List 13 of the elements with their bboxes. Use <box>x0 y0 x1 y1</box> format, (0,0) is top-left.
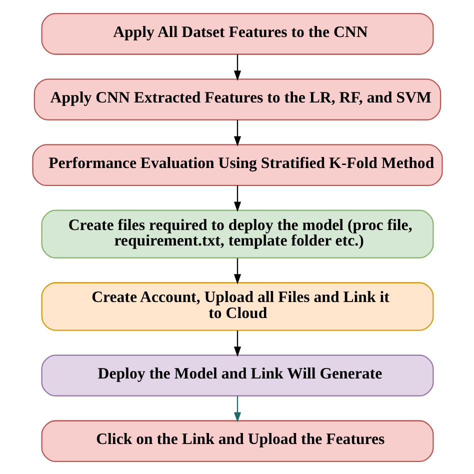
arrow <box>233 119 241 146</box>
node-box: Create Account, Upload all Files and Link it to Cloud <box>40 282 434 330</box>
arrow <box>233 54 241 80</box>
node-box: Apply CNN Extracted Features to the LR, RF, and SVM <box>33 78 441 120</box>
arrow <box>233 396 241 422</box>
arrow <box>233 185 241 212</box>
node-box: Deploy the Model and Link Will Generate <box>40 354 434 396</box>
arrow <box>233 330 241 356</box>
node-box: Create files required to deploy the model (proc file, requirement.txt, template folder etc.) <box>40 209 434 258</box>
arrow <box>233 258 241 284</box>
node-box: Apply All Datset Features to the CNN <box>40 12 434 54</box>
node-box: Click on the Link and Upload the Features <box>40 420 434 462</box>
node-box: Performance Evaluation Using Stratified K-Fold Method <box>32 144 442 186</box>
